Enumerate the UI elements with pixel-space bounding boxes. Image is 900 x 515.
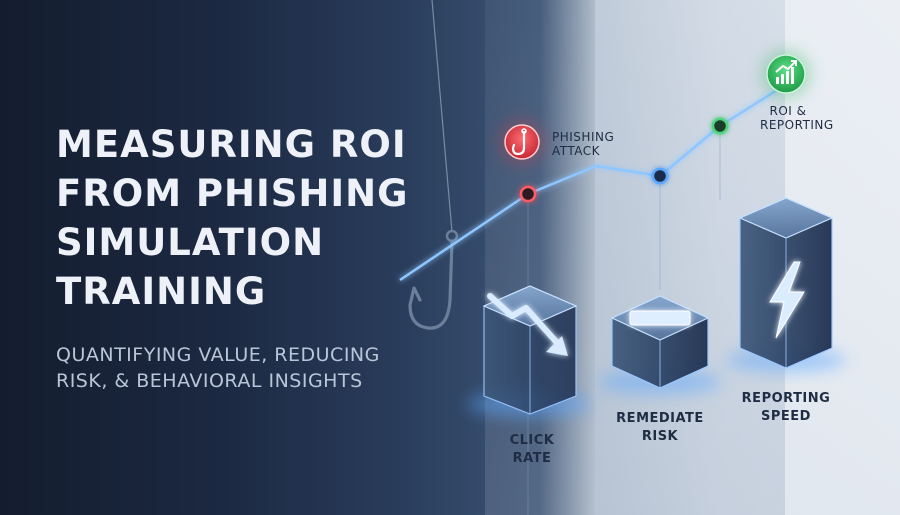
label-line: REMEDIATE [616,411,704,426]
background-band [485,0,595,515]
phishing-attack-label: PHISHING ATTACK [552,130,614,158]
trend-down-icon [487,293,568,356]
metric-label-remediate-risk: REMEDIATE RISK [610,410,710,446]
roi-badge [762,50,810,98]
label-line: REPORTING [760,118,834,132]
lightning-icon [769,261,805,339]
metric-cube-remediate-risk [598,295,722,394]
trend-point [651,167,669,185]
title-line: TRAINING [56,270,267,313]
roi-reporting-label: ROI & REPORTING [760,104,834,132]
label-line: SPEED [761,409,811,424]
metric-label-click-rate: CLICK RATE [494,432,570,468]
label-line: RISK [641,429,679,444]
fishhook-icon [408,0,459,330]
trend-line [399,80,791,282]
title-line: FROM PHISHING [56,172,409,215]
phishing-badge [500,120,544,164]
label-line: CLICK [509,433,555,448]
metric-label-reporting-speed: REPORTING SPEED [736,390,836,426]
label-line: ATTACK [552,144,601,158]
subtitle-line: RISK, & BEHAVIORAL INSIGHTS [56,370,363,392]
minus-icon [629,310,691,326]
page-title: MEASURING ROI FROM PHISHING SIMULATION T… [56,120,456,316]
subtitle-line: QUANTIFYING VALUE, REDUCING [56,344,380,366]
trend-point [711,117,729,135]
trend-point [519,185,537,203]
label-line: PHISHING [552,130,615,144]
metric-cube-click-rate [468,285,592,416]
title-line: MEASURING ROI [56,123,407,166]
title-line: SIMULATION [56,221,325,264]
label-line: REPORTING [741,391,831,406]
page-subtitle: QUANTIFYING VALUE, REDUCING RISK, & BEHA… [56,342,456,394]
trend-up-icon [775,60,797,84]
label-line: ROI & [769,104,807,118]
label-line: RATE [512,451,552,466]
metric-cube-reporting-speed [726,197,846,372]
fishhook-icon [511,128,527,156]
